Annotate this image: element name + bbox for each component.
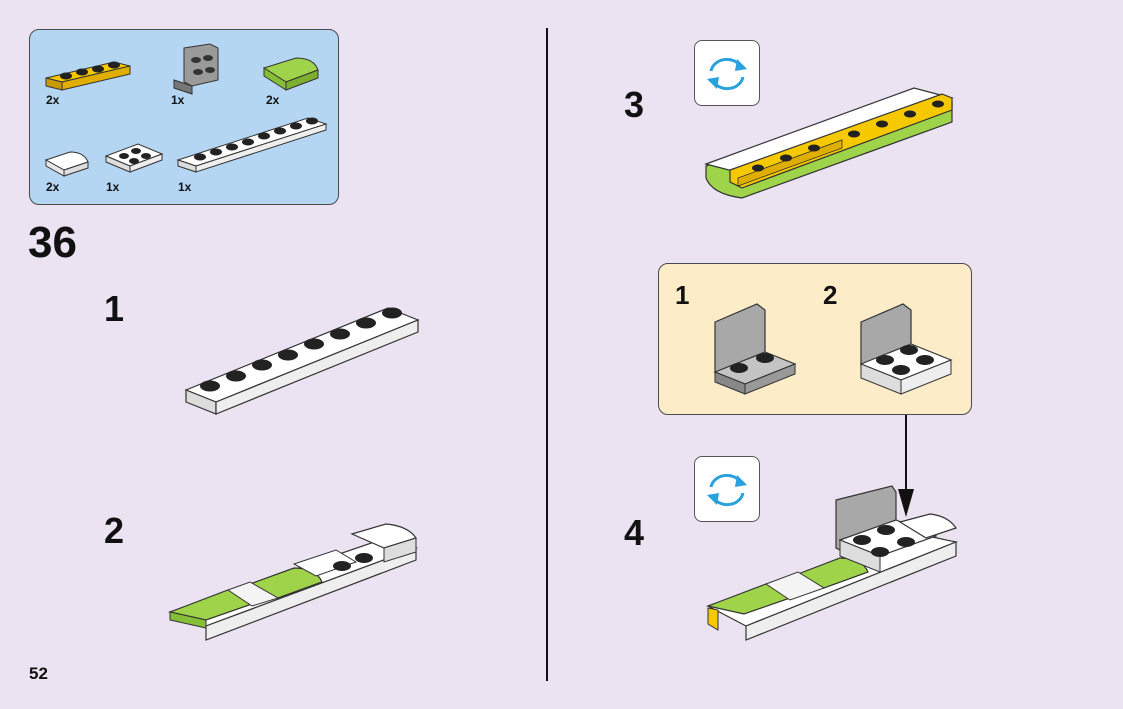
qty-gray-bracket: 1x <box>171 93 185 107</box>
callout-step-1-bracket-illustration <box>713 303 797 395</box>
lime-curved-slope-icon <box>262 57 319 91</box>
substep-1-white-plate-illustration <box>184 307 420 415</box>
qty-lime-slope: 2x <box>266 93 280 107</box>
sub-assembly-callout: 1 2 <box>658 263 972 415</box>
callout-step-1-number: 1 <box>675 280 690 310</box>
substep-3-flipped-assembly-illustration <box>703 87 955 199</box>
substep-1-number: 1 <box>104 288 125 329</box>
callout-step-2-number: 2 <box>823 280 838 310</box>
substep-4-final-assembly-illustration <box>705 485 959 641</box>
substep-2-lime-slopes-illustration <box>167 523 419 641</box>
white-plate-1x8-icon <box>176 117 328 173</box>
qty-white-slope: 2x <box>46 180 60 194</box>
qty-yellow-plate: 2x <box>46 93 60 107</box>
white-plate-2x2-icon <box>104 143 164 173</box>
substep-4-number: 4 <box>624 512 645 553</box>
parts-list-panel: 2x 1x 2x 2x 1x 1x <box>29 29 339 205</box>
substep-3-number: 3 <box>624 84 645 125</box>
rotate-icon <box>707 473 747 507</box>
page-number: 52 <box>29 664 48 683</box>
qty-white-2x2: 1x <box>106 180 120 194</box>
rotate-icon <box>707 57 747 91</box>
step-number: 36 <box>28 218 77 267</box>
gray-bracket-icon <box>173 43 219 95</box>
white-curved-slope-icon <box>44 151 89 177</box>
arrow-down-icon <box>898 415 914 517</box>
column-divider <box>546 28 548 681</box>
rotate-model-box-2 <box>694 456 760 522</box>
rotate-model-box <box>694 40 760 106</box>
substep-2-number: 2 <box>104 510 125 551</box>
qty-white-plate-long: 1x <box>178 180 192 194</box>
yellow-plate-1x4-icon <box>45 61 131 91</box>
callout-step-2-bracket-plate-illustration <box>859 303 953 395</box>
